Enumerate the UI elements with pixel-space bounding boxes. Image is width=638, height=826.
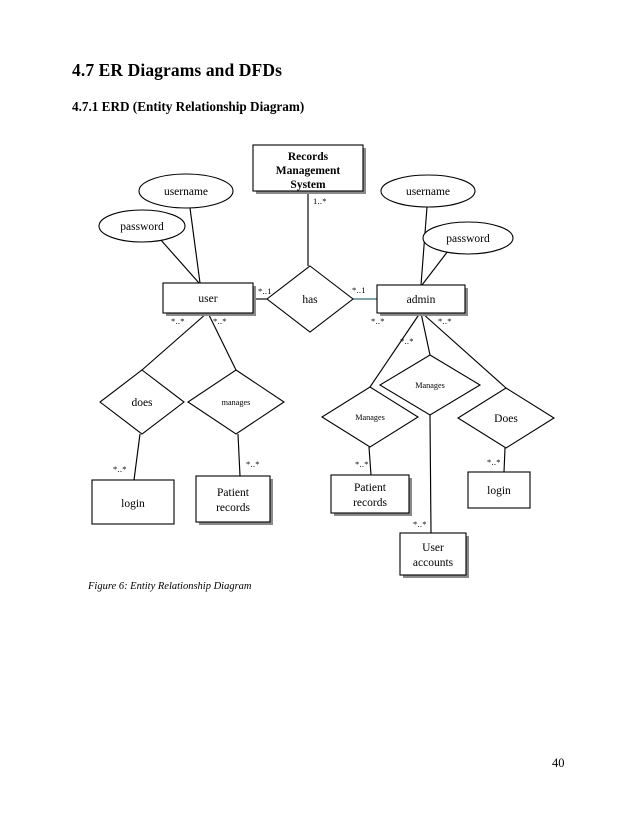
cardinality-label: *..1 bbox=[352, 285, 366, 295]
line-usernameright-admin bbox=[420, 206, 428, 286]
relationship-manages-right[interactable]: Manages bbox=[320, 386, 420, 448]
entity-label: Patient bbox=[354, 482, 387, 494]
entity-label: Records bbox=[288, 151, 329, 163]
attribute-label: password bbox=[446, 233, 490, 245]
relationship-manages-upper-right[interactable]: Manages bbox=[378, 354, 482, 416]
entity-user[interactable]: user bbox=[162, 282, 256, 316]
cardinality-label: *..* bbox=[171, 316, 185, 326]
cardinality-label: *..* bbox=[400, 336, 414, 346]
attribute-password-right[interactable]: password bbox=[422, 221, 514, 255]
entity-patient-records-left[interactable]: Patient records bbox=[195, 475, 273, 525]
relationship-has[interactable]: has bbox=[266, 265, 354, 333]
cardinality-label: *..* bbox=[213, 316, 227, 326]
entity-label: records bbox=[353, 497, 387, 509]
cardinality-label: *..* bbox=[487, 457, 501, 467]
attribute-username-right[interactable]: username bbox=[380, 174, 476, 208]
cardinality-label: *..* bbox=[438, 316, 452, 326]
line-managesleft-patient bbox=[237, 433, 241, 477]
line-user-doesleft bbox=[141, 312, 208, 371]
section-subtitle: 4.7.1 ERD (Entity Relationship Diagram) bbox=[72, 99, 305, 114]
line-admin-managesright bbox=[369, 312, 421, 388]
cardinality-label: 1..* bbox=[313, 196, 327, 206]
entity-label: user bbox=[198, 293, 217, 305]
cardinality-label: *..* bbox=[113, 464, 127, 474]
attribute-username-left[interactable]: username bbox=[138, 173, 234, 209]
connector-lines bbox=[133, 191, 507, 534]
figure-caption: Figure 6: Entity Relationship Diagram bbox=[88, 581, 252, 592]
relationship-label: manages bbox=[222, 398, 251, 407]
entity-label: Patient bbox=[217, 487, 250, 499]
er-diagram: Records Management System user admin log… bbox=[0, 128, 638, 588]
entity-label: Management bbox=[276, 165, 341, 177]
relationship-label: does bbox=[131, 397, 153, 409]
entity-patient-records-right[interactable]: Patient records bbox=[330, 474, 412, 516]
entity-user-accounts[interactable]: User accounts bbox=[399, 532, 469, 578]
line-managesright-patient bbox=[368, 446, 372, 476]
entity-rms[interactable]: Records Management System bbox=[252, 144, 366, 194]
line-user-managesleft bbox=[207, 312, 237, 371]
relationship-label: Manages bbox=[355, 413, 385, 422]
relationship-label: Manages bbox=[415, 381, 445, 390]
entity-label: login bbox=[121, 498, 145, 510]
relationship-label: Does bbox=[494, 413, 518, 425]
attribute-label: username bbox=[406, 186, 450, 198]
entity-label: System bbox=[290, 179, 326, 191]
cardinality-label: *..* bbox=[355, 459, 369, 469]
attribute-label: username bbox=[164, 186, 208, 198]
entity-login-right[interactable]: login bbox=[467, 471, 531, 509]
page-title: 4.7 ER Diagrams and DFDs bbox=[72, 60, 282, 80]
entity-login-left[interactable]: login bbox=[91, 479, 175, 525]
entity-label: accounts bbox=[413, 557, 454, 569]
line-admin-doesright bbox=[421, 312, 507, 389]
line-doesright-login bbox=[503, 447, 506, 473]
line-passwordright-admin bbox=[421, 250, 449, 286]
relationship-label: has bbox=[302, 294, 318, 306]
cardinality-label: *..* bbox=[413, 519, 427, 529]
entity-label: User bbox=[422, 542, 444, 554]
relationship-does-right[interactable]: Does bbox=[456, 387, 556, 449]
attribute-password-left[interactable]: password bbox=[98, 209, 186, 243]
line-usernameleft-user bbox=[189, 207, 201, 284]
entity-admin[interactable]: admin bbox=[376, 284, 468, 316]
relationship-manages-left[interactable]: manages bbox=[187, 369, 285, 435]
cardinality-label: *..1 bbox=[258, 286, 272, 296]
er-diagram-canvas: Records Management System user admin log… bbox=[91, 144, 556, 578]
relationship-does-left[interactable]: does bbox=[99, 369, 185, 435]
entity-label: admin bbox=[407, 294, 436, 306]
page-number: 40 bbox=[552, 756, 565, 770]
entity-label: login bbox=[487, 485, 511, 497]
attribute-label: password bbox=[120, 221, 164, 233]
cardinality-label: *..* bbox=[371, 316, 385, 326]
line-managesupper-useraccounts bbox=[429, 414, 432, 534]
line-admin-managesupper bbox=[420, 312, 431, 356]
entity-label: records bbox=[216, 502, 250, 514]
cardinality-label: *..* bbox=[246, 459, 260, 469]
line-passwordleft-user bbox=[159, 238, 200, 284]
line-doesleft-login bbox=[133, 433, 141, 481]
